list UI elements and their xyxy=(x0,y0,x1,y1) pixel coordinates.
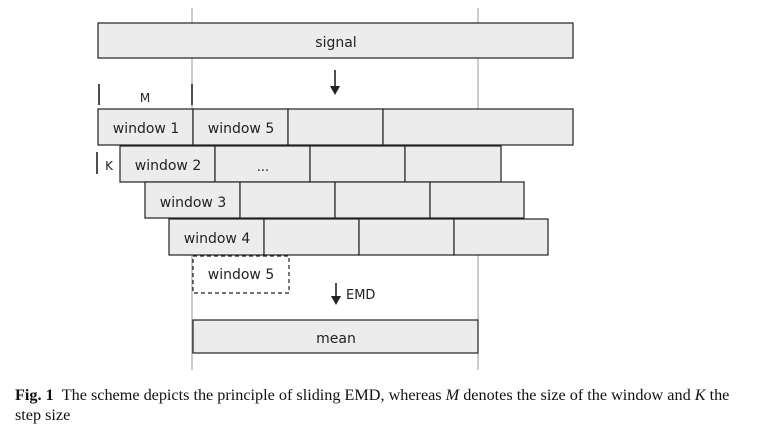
window-row-2 xyxy=(119,145,502,183)
caption-text-3: the step size xyxy=(15,386,730,424)
caption-variable-m: M xyxy=(445,386,460,404)
caption-variable-k: K xyxy=(694,386,706,404)
sliding-emd-diagram: signal M window 1 window 5 K window 2 ..… xyxy=(96,8,574,370)
window-5-dashed-box xyxy=(192,255,290,294)
window-size-marker xyxy=(98,84,193,105)
figure-caption: Fig. 1 The scheme depicts the principle … xyxy=(15,385,745,425)
mean-box xyxy=(192,319,479,354)
window-5-label: window 5 xyxy=(208,267,274,283)
ellipsis-label: ... xyxy=(257,160,269,175)
window-row-1 xyxy=(97,108,574,146)
window-row-4 xyxy=(168,218,549,256)
window-3-label: window 3 xyxy=(160,195,226,211)
signal-box xyxy=(97,22,574,59)
emd-arrow-icon xyxy=(331,283,341,305)
signal-label: signal xyxy=(315,35,356,51)
window-4-label: window 4 xyxy=(184,231,251,247)
mean-label: mean xyxy=(316,331,356,347)
window-5-label-row1: window 5 xyxy=(208,121,274,137)
down-arrow-icon xyxy=(330,70,340,95)
caption-text-1: The scheme depicts the principle of slid… xyxy=(61,386,442,404)
step-size-label: K xyxy=(105,159,114,173)
caption-text-2: denotes the size of the window and xyxy=(463,386,691,404)
window-row-3 xyxy=(144,181,525,219)
caption-figure-label: Fig. 1 xyxy=(15,386,54,404)
emd-label: EMD xyxy=(346,288,375,303)
window-size-label: M xyxy=(140,91,150,105)
window-1-label: window 1 xyxy=(113,121,179,137)
window-2-label: window 2 xyxy=(135,158,201,174)
